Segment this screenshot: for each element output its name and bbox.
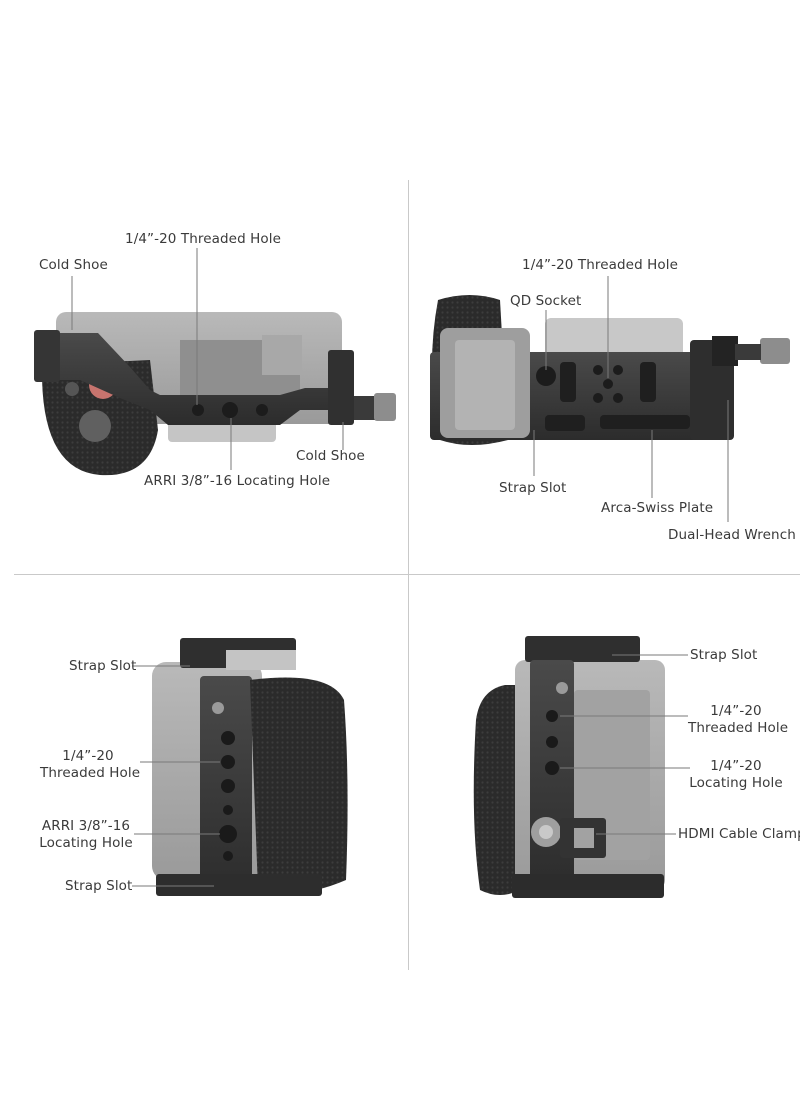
horizontal-divider [14,574,800,575]
label-bl-threaded-hole: 1/4”-20 Threaded Hole [40,748,141,782]
label-br-locating-line2: Locating Hole [689,775,783,791]
label-br-hdmi-clamp: HDMI Cable Clamp [678,826,800,842]
top-right-camera [430,276,790,522]
bottom-left-camera [132,638,348,896]
label-tr-arca-plate: Arca-Swiss Plate [601,500,714,516]
label-tr-qd-socket: QD Socket [510,293,582,309]
label-br-locating-line1: 1/4”-20 [710,758,762,774]
label-bl-arri-line2: Locating Hole [39,835,133,851]
label-tl-arri-hole: ARRI 3/8”-16 Locating Hole [144,473,331,489]
label-bl-strap-slot-top: Strap Slot [69,658,137,674]
label-br-threaded-line2: Threaded Hole [688,720,789,736]
label-bl-strap-slot-bottom: Strap Slot [65,878,133,894]
label-br-threaded-hole: 1/4”-20 Threaded Hole [688,703,789,737]
label-tl-cold-shoe-right: Cold Shoe [296,448,365,464]
label-bl-threaded-line2: Threaded Hole [40,765,141,781]
label-br-locating-hole: 1/4”-20 Locating Hole [688,758,784,792]
label-br-threaded-line1: 1/4”-20 [710,703,762,719]
label-tl-cold-shoe-left: Cold Shoe [39,257,108,273]
label-bl-arri-hole: ARRI 3/8”-16 Locating Hole [38,818,134,852]
label-tr-wrench: Dual-Head Wrench [668,527,796,543]
bottom-right-camera [473,636,690,898]
label-tr-strap-slot: Strap Slot [499,480,567,496]
label-tr-threaded-hole: 1/4”-20 Threaded Hole [522,257,678,273]
vertical-divider [408,180,409,970]
label-tl-threaded-hole: 1/4”-20 Threaded Hole [125,231,281,247]
label-bl-arri-line1: ARRI 3/8”-16 [41,818,131,834]
top-left-camera [34,248,396,476]
label-br-strap-slot: Strap Slot [690,647,758,663]
label-bl-threaded-line1: 1/4”-20 [62,748,114,764]
